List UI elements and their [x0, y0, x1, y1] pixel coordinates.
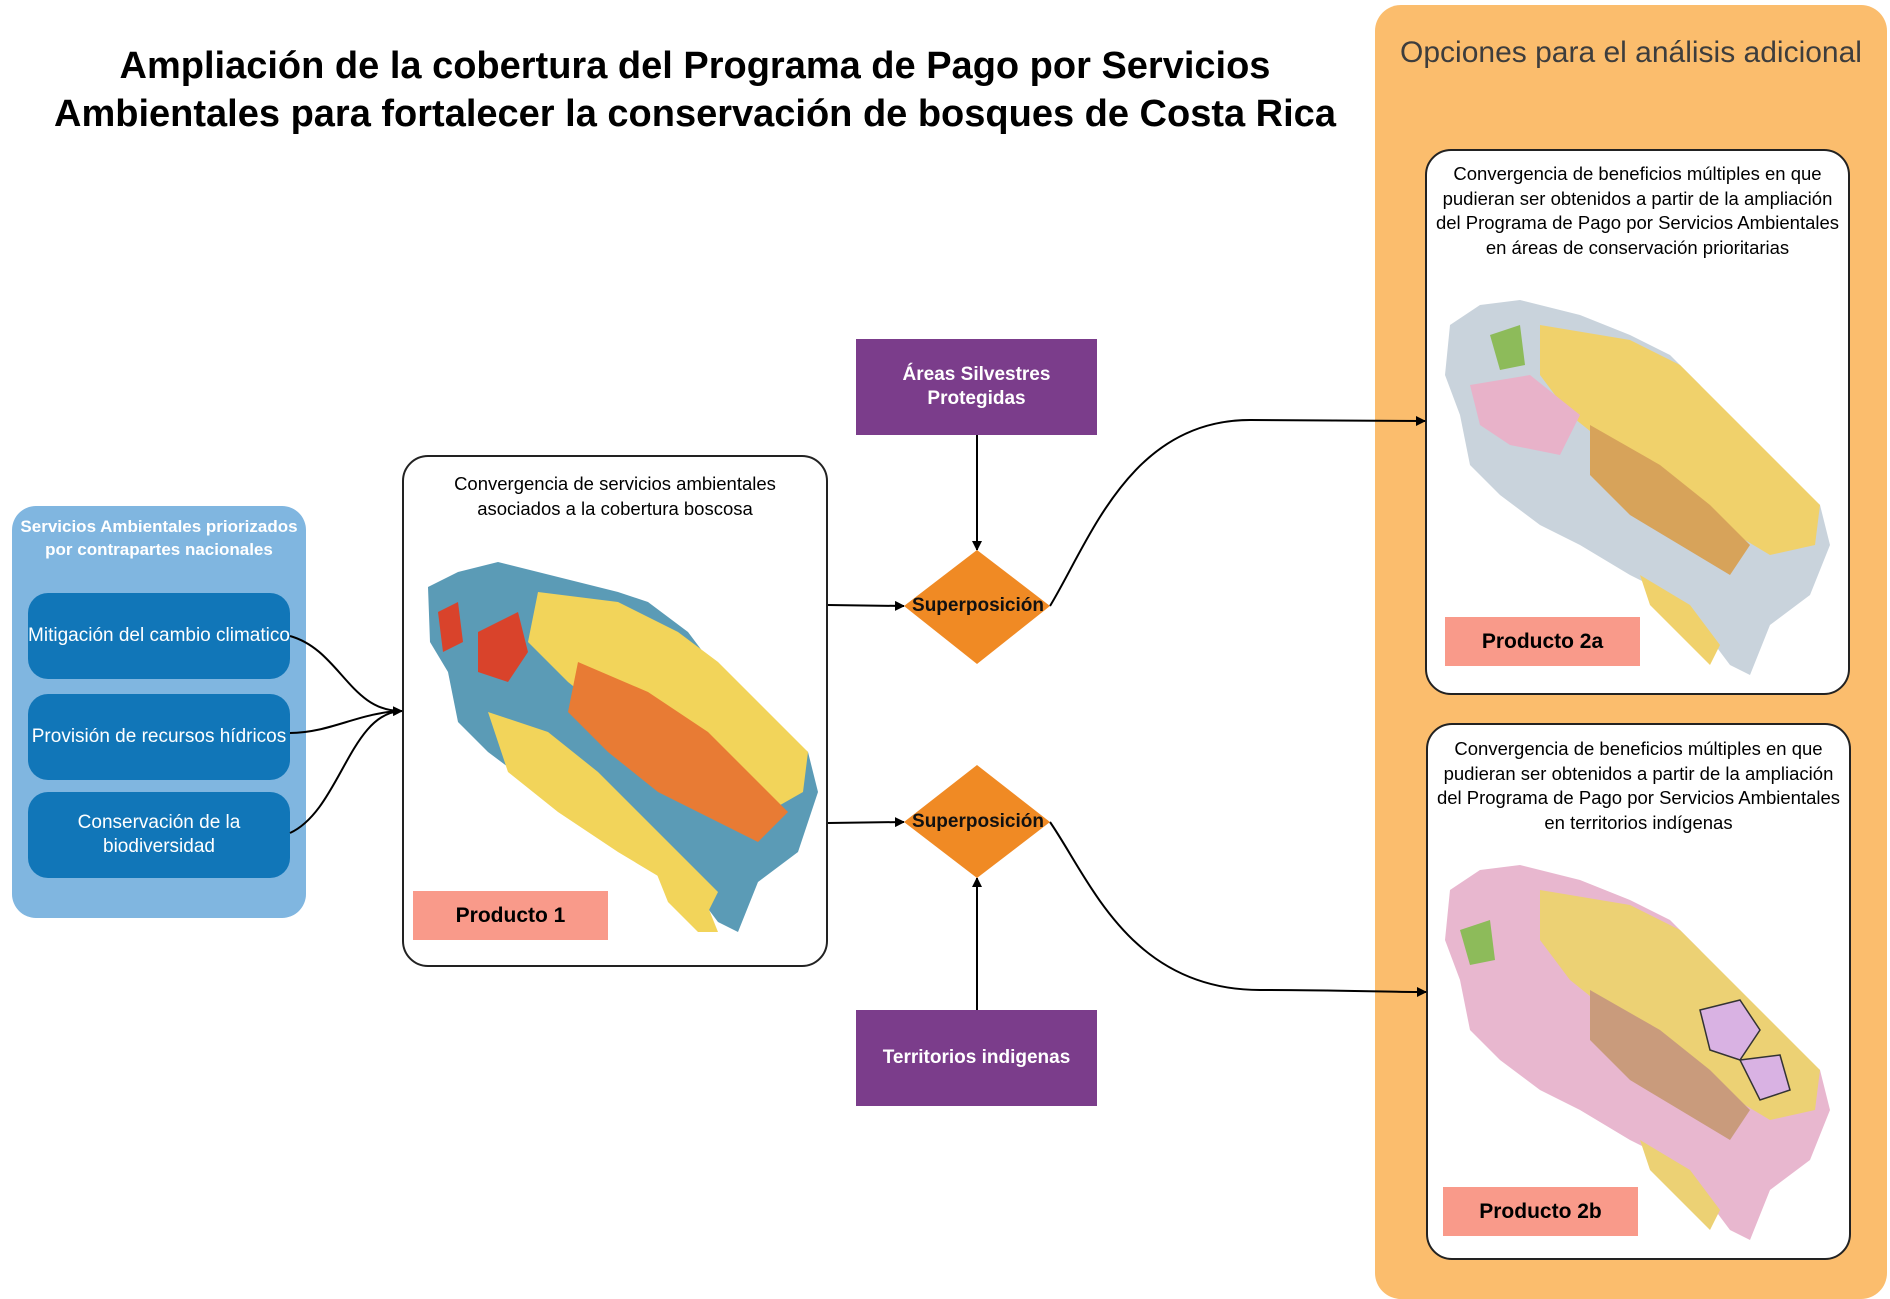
- service-biodiversity[interactable]: Conservación de la biodiversidad: [28, 792, 290, 878]
- connector-biodiversity: [289, 710, 403, 834]
- connector-to-overlay-bottom: [827, 817, 905, 828]
- product-label: Producto 2a: [1481, 629, 1604, 653]
- product-2b-tag: Producto 2b: [1443, 1187, 1638, 1236]
- indigenous-territories-box[interactable]: Territorios indigenas: [856, 1010, 1097, 1106]
- product-label: Producto 1: [455, 903, 566, 927]
- forest-services-text: Convergencia de servicios ambientales as…: [454, 473, 776, 519]
- overlay-label-top: Superposición: [912, 595, 1044, 616]
- service-water-provision[interactable]: Provisión de recursos hídricos: [28, 694, 290, 780]
- indigenous-benefits-text: Convergencia de beneficios múltiples en …: [1436, 738, 1841, 833]
- product-1-tag: Producto 1: [413, 891, 608, 940]
- service-label: Provisión de recursos hídricos: [31, 726, 287, 747]
- additional-analysis-title: Opciones para el análisis adicional: [1400, 36, 1862, 69]
- indigenous-territories-label: Territorios indigenas: [882, 1046, 1071, 1068]
- costa-rica-map-2b-icon: [1445, 865, 1830, 1240]
- connector-water: [289, 710, 403, 734]
- services-panel-title: Servicios Ambientales priorizados por co…: [20, 517, 298, 559]
- page-title: Ampliación de la cobertura del Programa …: [40, 42, 1350, 138]
- title-line-2: Ambientales para fortalecer la conservac…: [54, 93, 1336, 135]
- product-label: Producto 2b: [1479, 1199, 1602, 1223]
- service-climate-mitigation[interactable]: Mitigación del cambio climatico: [28, 593, 290, 679]
- overlay-diamond-top[interactable]: [904, 550, 1050, 664]
- protected-areas-box[interactable]: Áreas Silvestres Protegidas: [856, 339, 1097, 435]
- costa-rica-map-icon: [428, 562, 818, 932]
- product-2a-tag: Producto 2a: [1445, 617, 1640, 666]
- title-line-1: Ampliación de la cobertura del Programa …: [119, 45, 1271, 87]
- service-label: Conservación de la biodiversidad: [77, 812, 241, 857]
- protected-benefits-text: Convergencia de beneficios múltiples en …: [1435, 163, 1840, 258]
- service-label: Mitigación del cambio climatico: [28, 625, 290, 646]
- connector-climate: [289, 635, 403, 717]
- connector-to-overlay-top: [827, 600, 905, 611]
- overlay-label-bottom: Superposición: [912, 811, 1044, 832]
- connector-to-product-2b: [1049, 821, 1427, 997]
- costa-rica-map-2a-icon: [1445, 300, 1830, 675]
- overlay-diamond-bottom[interactable]: [904, 765, 1050, 878]
- protected-areas-label: Áreas Silvestres Protegidas: [902, 363, 1051, 410]
- connector-to-product-2a: [1049, 415, 1426, 607]
